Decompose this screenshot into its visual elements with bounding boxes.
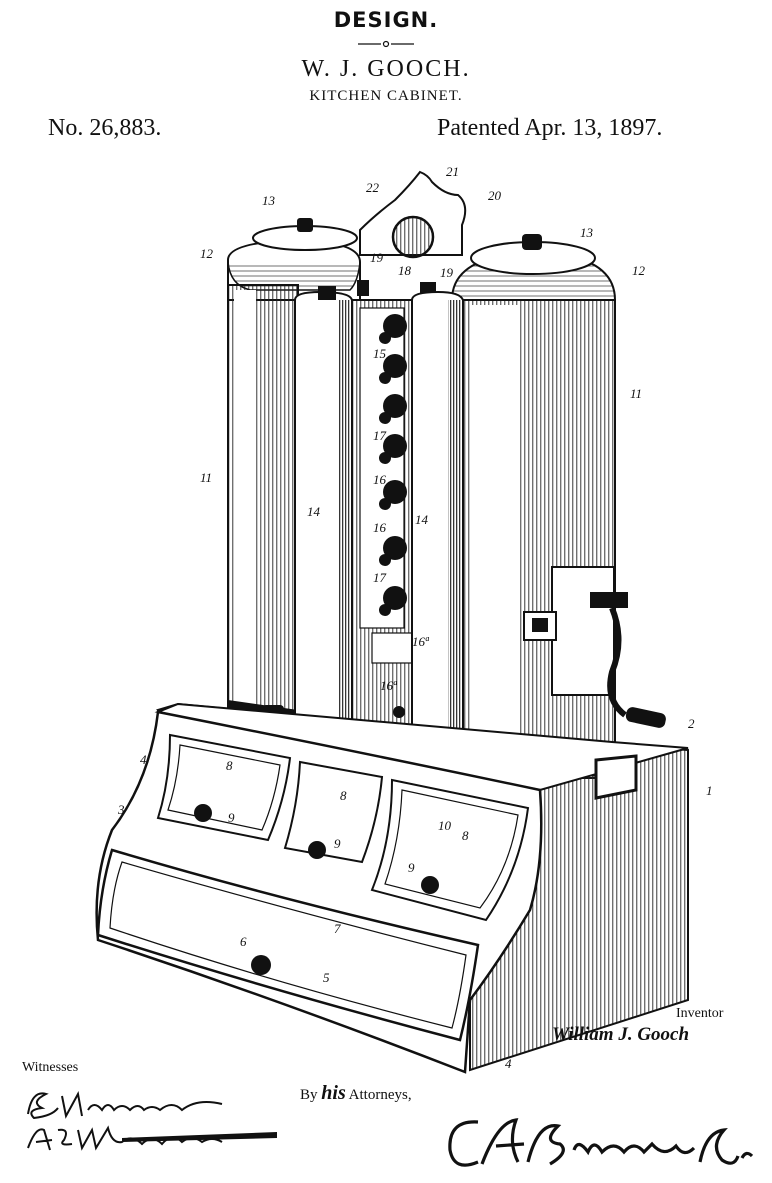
witness-2-signature: [22, 1120, 282, 1156]
ref-numeral: 16: [373, 520, 387, 535]
right-door: [412, 292, 472, 775]
ref-numeral: 13: [262, 193, 276, 208]
ref-numeral: 14: [415, 512, 429, 527]
ref-numeral: 16ª: [412, 634, 430, 649]
ref-numeral: 21: [446, 164, 459, 179]
left-door: [295, 286, 352, 750]
drawer-left-knob: [194, 804, 212, 822]
right-canister: [452, 234, 667, 778]
by-word: his: [321, 1082, 345, 1104]
ref-numeral: 22: [366, 180, 380, 195]
ref-numeral: 6: [240, 934, 247, 949]
base-cabinet: [97, 704, 688, 1072]
ref-numeral: 17: [373, 570, 387, 585]
ref-numeral: 16: [373, 472, 387, 487]
ref-numeral: 9: [334, 836, 341, 851]
crank-handle: [625, 706, 667, 729]
witness-1-signature: [22, 1086, 242, 1122]
witnesses-label: Witnesses: [22, 1060, 78, 1076]
drawer-bottom-knob: [251, 955, 271, 975]
ref-numeral: 15: [373, 346, 387, 361]
ref-numeral: 11: [630, 386, 642, 401]
ref-numeral: 16ª: [380, 678, 398, 693]
ref-numeral: 4: [505, 1056, 512, 1071]
ref-numeral: 12: [200, 246, 214, 261]
ref-numeral: 10: [438, 818, 452, 833]
by-prefix: By: [300, 1087, 318, 1103]
grinder-band: [552, 567, 614, 695]
ref-numeral: 5: [323, 970, 330, 985]
attorneys-line: By his Attorneys,: [300, 1082, 412, 1105]
ref-numeral: 18: [398, 263, 412, 278]
ref-numeral: 1: [706, 783, 713, 798]
ref-numeral: 14: [307, 504, 321, 519]
ref-numeral: 17: [373, 428, 387, 443]
inventor-label: Inventor: [676, 1006, 723, 1022]
ref-numeral: 4: [140, 752, 147, 767]
ref-numeral: 7: [334, 921, 341, 936]
ref-numeral: 19: [440, 265, 454, 280]
dial: [393, 217, 433, 257]
side-handle: [596, 756, 636, 798]
ref-numeral: 8: [462, 828, 469, 843]
ref-numeral: 9: [228, 810, 235, 825]
ref-numeral: 3: [117, 802, 125, 817]
attorney-signature: [438, 1112, 758, 1176]
right-lid-knob: [522, 234, 542, 250]
crank-hub: [590, 592, 628, 608]
ref-numeral: 8: [340, 788, 347, 803]
by-suffix: Attorneys,: [349, 1087, 412, 1103]
ref-numeral: 19: [370, 250, 384, 265]
ref-numeral: 20: [488, 188, 502, 203]
ref-numeral: 12: [632, 263, 646, 278]
left-lid-knob: [297, 218, 313, 232]
drawer-middle-knob: [308, 841, 326, 859]
drawer-right-knob: [421, 876, 439, 894]
ref-numeral: 2: [688, 716, 695, 731]
ref-numeral: 13: [580, 225, 594, 240]
inventor-signature: William J. Gooch: [552, 1024, 689, 1046]
ref-numeral: 8: [226, 758, 233, 773]
ref-numeral: 11: [200, 470, 212, 485]
ref-numeral: 9: [408, 860, 415, 875]
